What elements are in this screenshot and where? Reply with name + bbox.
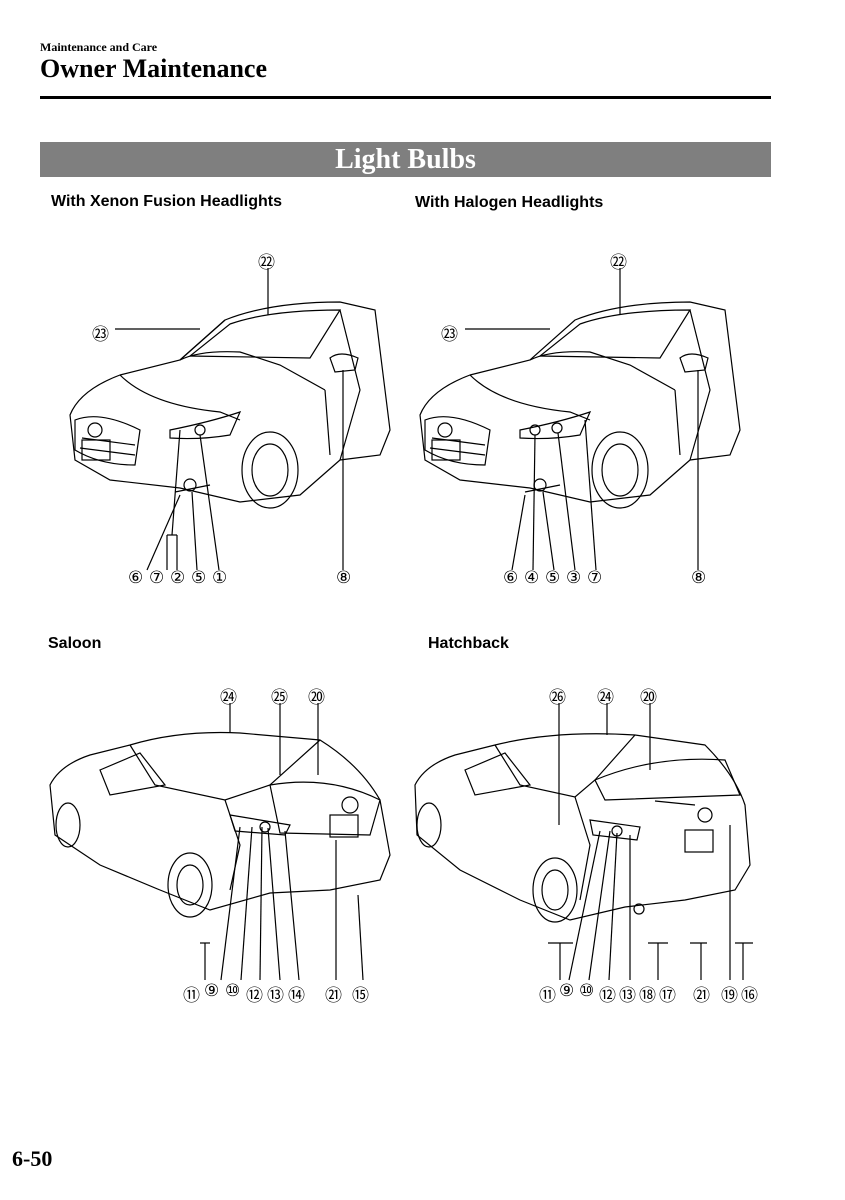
xenon-label-1: ①: [212, 568, 228, 588]
saloon-label-11: ⑪: [183, 986, 200, 1006]
hatchback-label-9: ⑨: [559, 981, 575, 1001]
halogen-label-22: ㉒: [610, 253, 627, 273]
hatchback-rear-car-illustration: ㉖ ㉔ ⑳ ⑪ ⑨ ⑩ ⑫ ⑬ ⑱ ⑰ ㉑ ⑲ ⑯: [405, 675, 765, 1015]
saloon-label-9: ⑨: [204, 981, 220, 1001]
saloon-label-14: ⑭: [288, 986, 305, 1006]
hatchback-label-10: ⑩: [579, 981, 595, 1001]
hatchback-label-24: ㉔: [597, 688, 614, 708]
halogen-label-7: ⑦: [587, 568, 603, 588]
light-bulbs-band: Light Bulbs: [40, 142, 771, 177]
xenon-label-2: ②: [170, 568, 186, 588]
hatchback-heading: Hatchback: [428, 635, 509, 652]
halogen-label-4: ④: [524, 568, 540, 588]
halogen-label-5: ⑤: [545, 568, 561, 588]
xenon-heading: With Xenon Fusion Headlights: [51, 193, 282, 210]
saloon-label-10: ⑩: [225, 981, 241, 1001]
hatchback-label-11: ⑪: [539, 986, 556, 1006]
halogen-label-23: ㉓: [441, 325, 458, 345]
page-title: Owner Maintenance: [40, 54, 267, 83]
hatchback-label-18: ⑱: [639, 986, 656, 1006]
hatchback-label-12: ⑫: [599, 986, 616, 1006]
section-label: Maintenance and Care: [40, 40, 158, 54]
halogen-label-8: ⑧: [691, 568, 707, 588]
saloon-label-25: ㉕: [271, 688, 288, 708]
xenon-label-22: ㉒: [258, 253, 275, 273]
saloon-label-20: ⑳: [308, 688, 325, 708]
xenon-label-6: ⑥: [128, 568, 144, 588]
saloon-rear-car-illustration: ㉔ ㉕ ⑳ ⑪ ⑨ ⑩ ⑫ ⑬ ⑭ ㉑ ⑮: [40, 675, 400, 1015]
page-number: 6-50: [12, 1146, 53, 1171]
xenon-label-7: ⑦: [149, 568, 165, 588]
halogen-front-car-illustration: ㉒ ㉓ ⑥ ④ ⑤ ③ ⑦ ⑧: [395, 240, 755, 600]
xenon-front-car-illustration: ㉒ ㉓ ⑥ ⑦ ② ⑤ ① ⑧: [40, 240, 400, 600]
xenon-label-5: ⑤: [191, 568, 207, 588]
saloon-heading: Saloon: [48, 635, 102, 652]
saloon-label-21: ㉑: [325, 986, 342, 1006]
hatchback-label-13: ⑬: [619, 986, 636, 1006]
saloon-label-24: ㉔: [220, 688, 237, 708]
halogen-label-6: ⑥: [503, 568, 519, 588]
saloon-label-12: ⑫: [246, 986, 263, 1006]
hatchback-label-26: ㉖: [549, 688, 566, 708]
halogen-label-3: ③: [566, 568, 582, 588]
saloon-label-15: ⑮: [352, 986, 369, 1006]
hatchback-label-21: ㉑: [693, 986, 710, 1006]
xenon-label-8: ⑧: [336, 568, 352, 588]
xenon-label-23: ㉓: [92, 325, 109, 345]
title-rule: [40, 96, 771, 99]
saloon-label-13: ⑬: [267, 986, 284, 1006]
hatchback-label-17: ⑰: [659, 986, 676, 1006]
hatchback-label-16: ⑯: [741, 986, 758, 1006]
hatchback-label-19: ⑲: [721, 986, 738, 1006]
hatchback-label-20: ⑳: [640, 688, 657, 708]
halogen-heading: With Halogen Headlights: [415, 194, 604, 211]
